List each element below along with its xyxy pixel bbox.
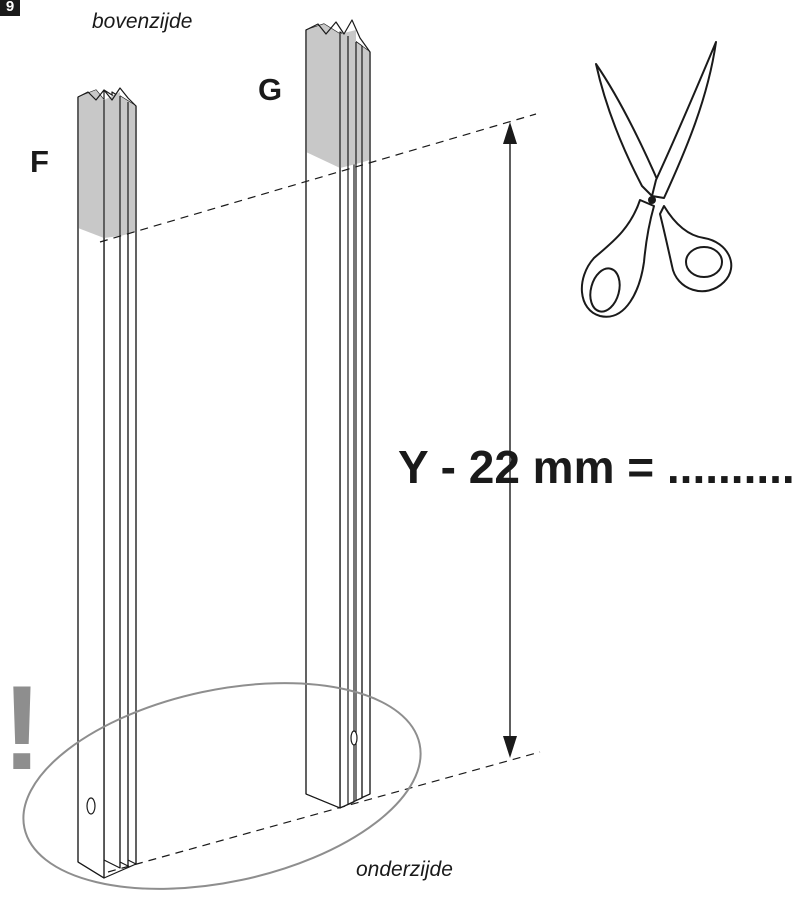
panel-f-label: F: [30, 144, 49, 179]
exclamation-icon: !: [2, 661, 42, 795]
length-formula: Y - 22 mm = ..........: [398, 441, 795, 493]
bottom-side-label: onderzijde: [356, 858, 453, 881]
bottom-highlight-ellipse: [22, 682, 422, 890]
panel-f: [77, 87, 137, 879]
dimension-arrow: [503, 122, 517, 758]
step-number-badge: 9: [0, 0, 20, 16]
scissors-icon: [580, 41, 733, 318]
cut-lines: [99, 113, 541, 873]
panel-g-label: G: [258, 72, 283, 107]
top-side-label: bovenzijde: [92, 10, 193, 33]
panel-g: [305, 19, 371, 809]
